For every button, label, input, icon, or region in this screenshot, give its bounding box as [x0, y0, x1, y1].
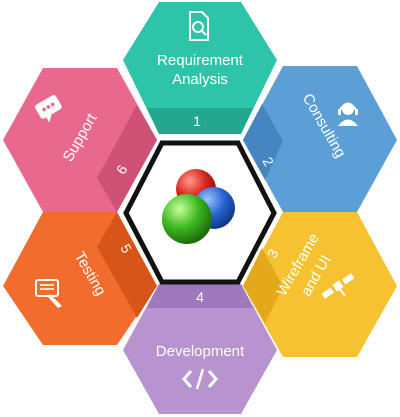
segment-number-band	[243, 248, 283, 323]
segment-title-line1: Development	[156, 343, 245, 360]
segment-development: Development 4	[123, 284, 277, 414]
segment-number: 1	[193, 113, 201, 129]
segment-number: 4	[196, 289, 204, 305]
segment-consulting: Consulting 2	[243, 66, 397, 212]
segment-number-band	[97, 105, 157, 212]
segment-wireframe-ui: Wireframe and UI 3	[243, 212, 397, 357]
segment-number-band	[243, 104, 283, 180]
center-hexagon	[123, 140, 277, 285]
code-brackets-icon	[182, 368, 218, 390]
segment-requirement-analysis: Requirement Analysis 1	[123, 2, 277, 134]
segment-hex	[243, 66, 397, 212]
document-search-icon	[189, 11, 209, 41]
satellite-icon	[321, 273, 355, 299]
segment-testing: Testing 5	[3, 212, 157, 345]
consultant-headset-icon	[338, 102, 358, 126]
segment-title-line2: Analysis	[172, 71, 228, 88]
segment-number-band	[147, 284, 253, 308]
segment-hex	[123, 2, 277, 134]
support-chat-icon	[35, 95, 62, 123]
colored-spheres-icon	[162, 169, 235, 244]
segment-number-band	[147, 108, 253, 134]
segment-hex	[243, 212, 397, 357]
testing-screen-icon	[35, 279, 62, 308]
segment-support: Support 6	[3, 68, 157, 212]
segment-title-line1: Requirement	[157, 52, 244, 69]
segment-number-band	[97, 212, 157, 318]
segment-hex	[123, 284, 277, 414]
